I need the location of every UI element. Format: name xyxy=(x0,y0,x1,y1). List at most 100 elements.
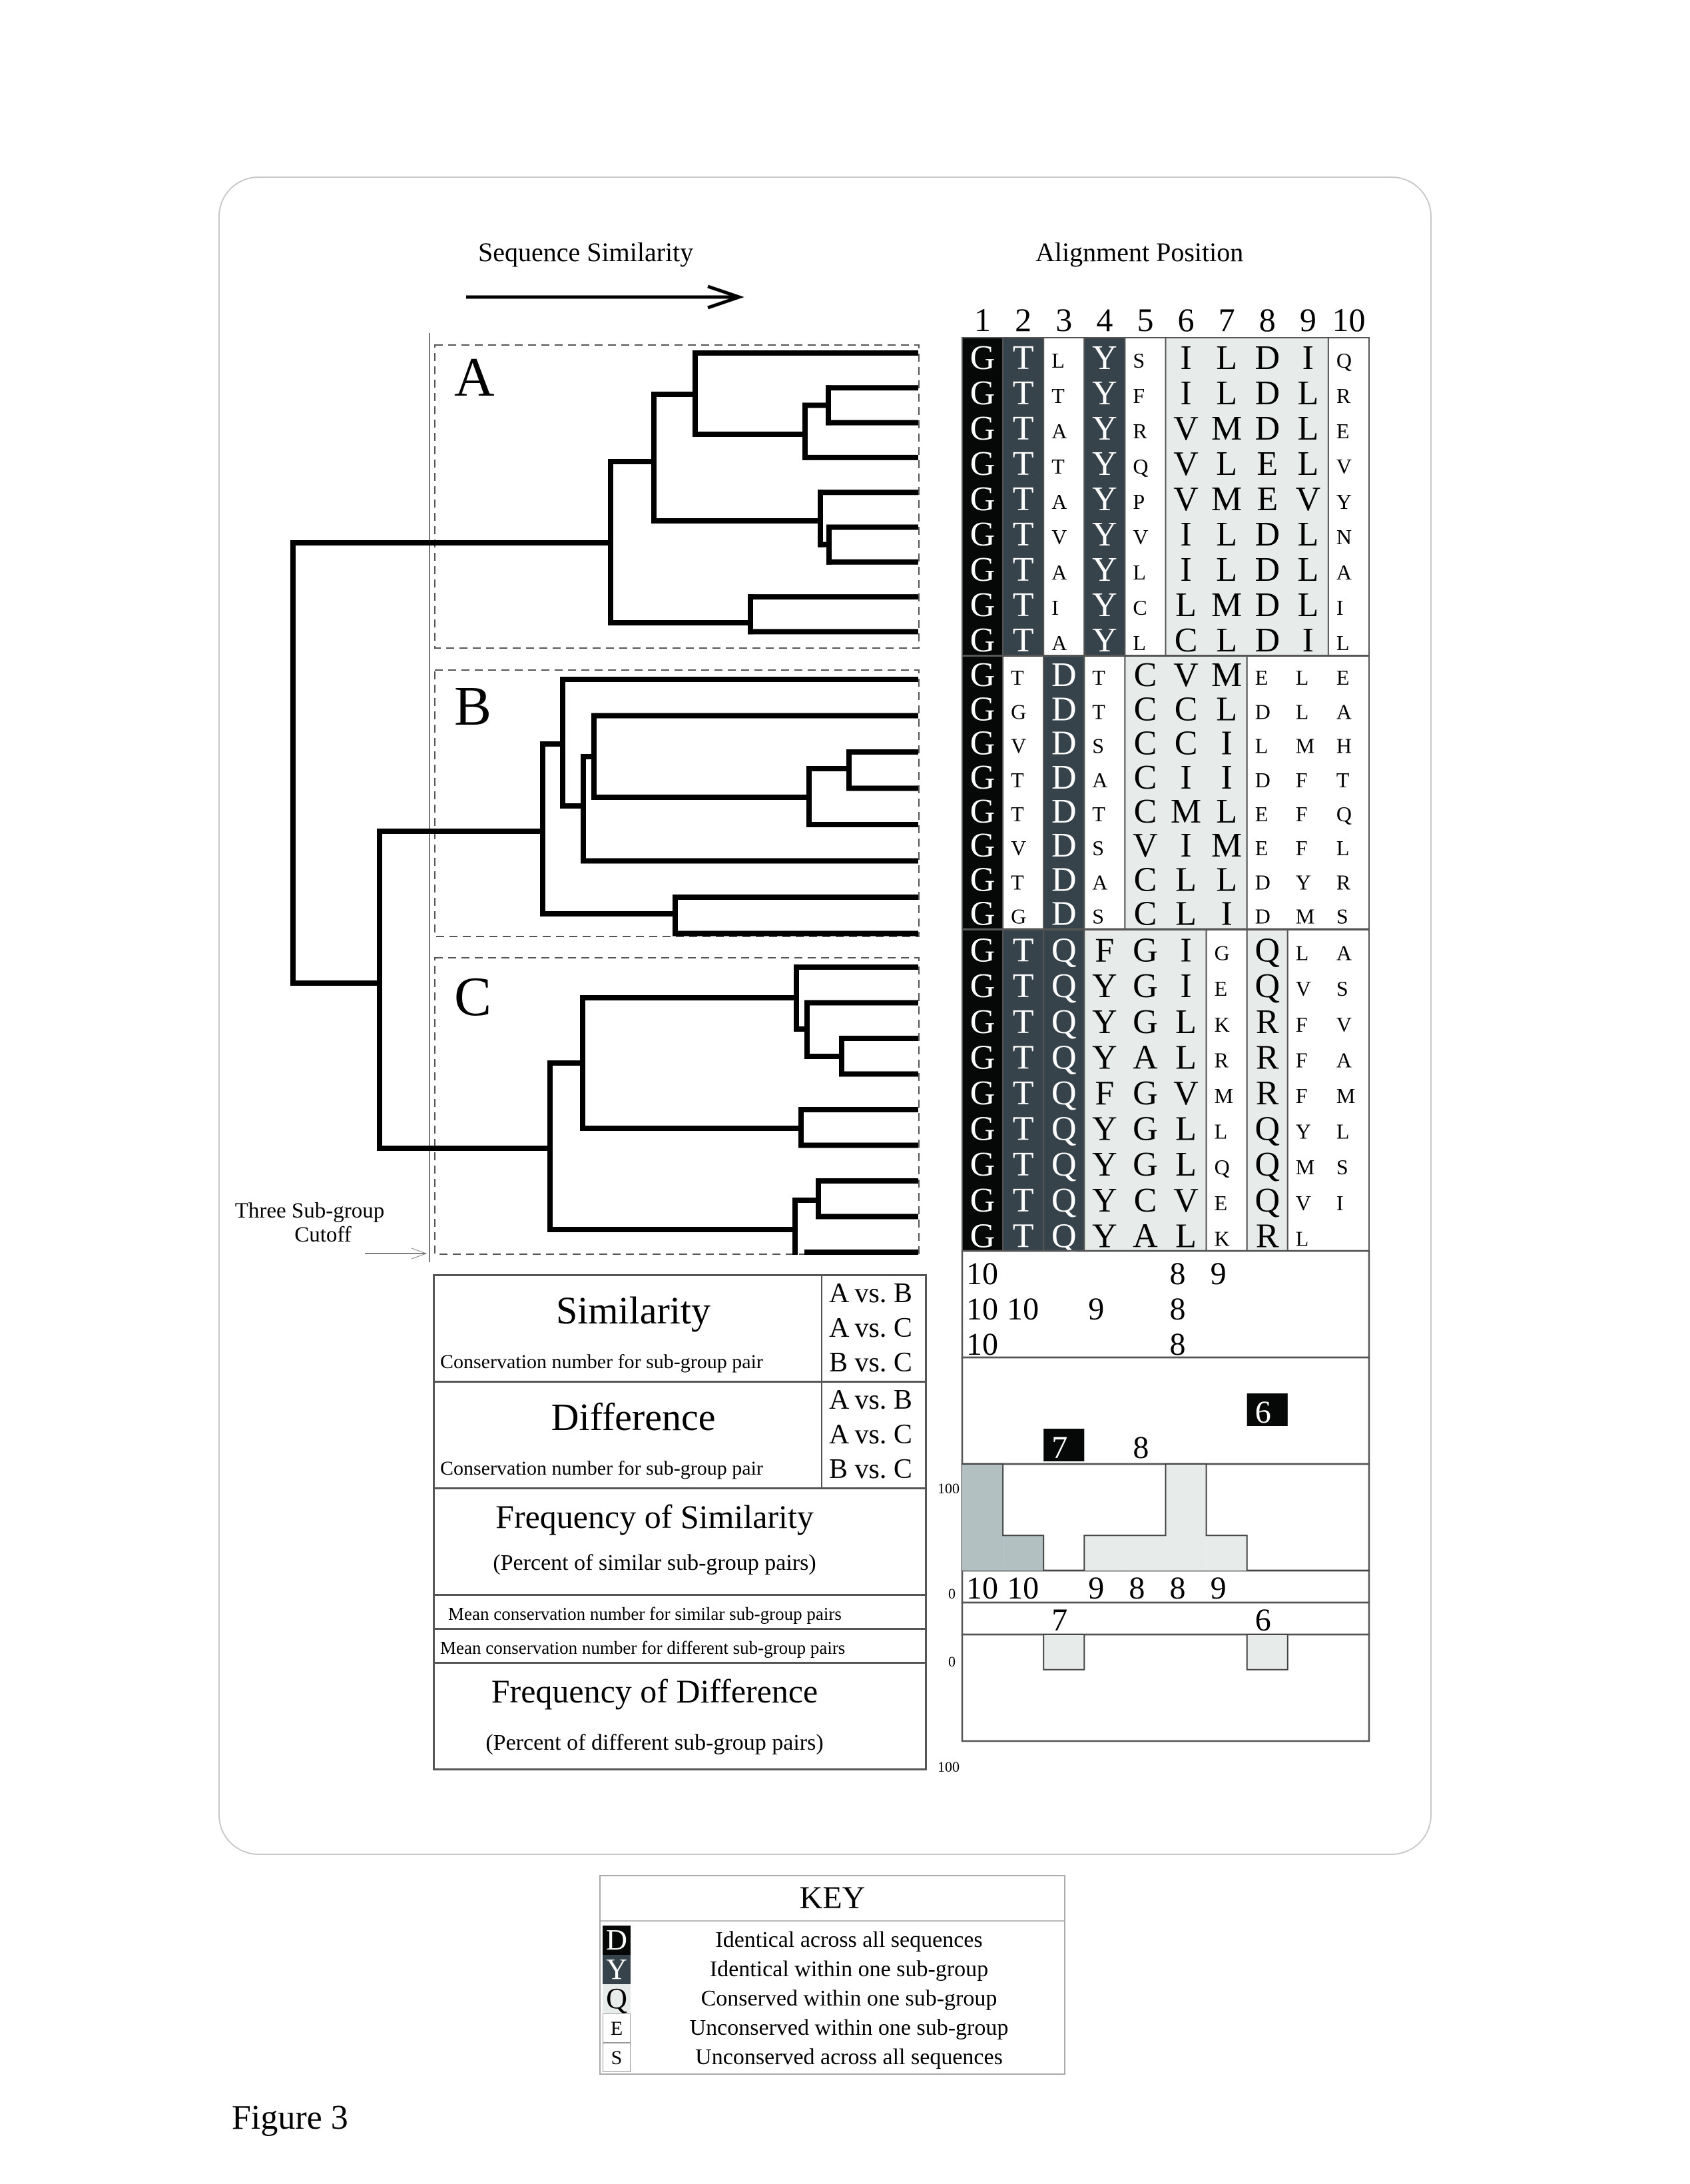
pair-label: A vs. B xyxy=(829,1385,912,1415)
residue: C xyxy=(1175,690,1198,728)
residue: Q xyxy=(1051,1217,1077,1255)
freq-difference-bar xyxy=(1246,1634,1288,1670)
residue: S xyxy=(1092,734,1104,758)
freq-sim-axis-bottom: 0 xyxy=(948,1585,956,1602)
residue: T xyxy=(1011,870,1024,894)
freq-similarity-outline xyxy=(962,1463,1369,1571)
residue: Q xyxy=(1336,802,1352,826)
residue: F xyxy=(1296,836,1308,860)
residue: I xyxy=(1180,932,1191,970)
conservation-block xyxy=(1043,929,1085,1252)
conservation-number: 9 xyxy=(1088,1291,1104,1327)
key-label: Identical across all sequences xyxy=(715,1928,983,1952)
residue: R xyxy=(1336,384,1351,408)
residue: D xyxy=(1255,699,1270,723)
difference-title: Difference xyxy=(551,1395,716,1439)
residue: D xyxy=(1051,725,1077,763)
residue: D xyxy=(1051,895,1077,933)
residue: G xyxy=(1011,699,1026,723)
residue: V xyxy=(1051,525,1067,549)
residue: D xyxy=(1255,551,1280,589)
similarity-title: Similarity xyxy=(556,1289,710,1332)
residue: Y xyxy=(1092,410,1117,448)
residue: G xyxy=(970,827,995,865)
residue: T xyxy=(1013,374,1034,412)
pair-label: B vs. C xyxy=(829,1347,912,1378)
residue: I xyxy=(1221,895,1232,933)
key-swatch: D xyxy=(603,1926,631,1955)
residue: A xyxy=(1336,941,1352,965)
residue: M xyxy=(1296,734,1314,758)
residue: L xyxy=(1216,861,1237,899)
residue: M xyxy=(1211,656,1242,694)
residue: R xyxy=(1256,1217,1279,1255)
residue: G xyxy=(970,690,995,728)
residue: V xyxy=(1173,1074,1199,1112)
residue: T xyxy=(1011,768,1024,792)
conservation-number: 8 xyxy=(1170,1571,1186,1606)
conservation-number: 10 xyxy=(1007,1291,1039,1327)
residue: Y xyxy=(1092,374,1117,412)
residue: R xyxy=(1336,870,1351,894)
residue: L xyxy=(1175,1003,1197,1041)
similarity-pairs: A vs. B A vs. C B vs. C xyxy=(829,1276,912,1380)
residue: T xyxy=(1013,551,1034,589)
freq-similarity-bar xyxy=(1125,1535,1166,1571)
conservation-block xyxy=(1043,655,1085,930)
residue: T xyxy=(1051,384,1065,408)
residue: T xyxy=(1013,516,1034,553)
residue: G xyxy=(970,516,995,553)
residue: Y xyxy=(1092,480,1117,518)
conservation-block xyxy=(1205,929,1248,1252)
residue: G xyxy=(970,410,995,448)
residue: L xyxy=(1175,586,1197,624)
residue: G xyxy=(1133,1074,1158,1112)
freq-similarity-bar xyxy=(1206,1535,1247,1571)
residue: T xyxy=(1051,454,1065,478)
residue: G xyxy=(970,1110,995,1148)
residue: D xyxy=(1255,374,1280,412)
residue: L xyxy=(1297,586,1318,624)
residue: L xyxy=(1296,699,1309,723)
residue: D xyxy=(1051,690,1077,728)
residue: T xyxy=(1011,665,1024,689)
residue: G xyxy=(1133,967,1158,1005)
residue: N xyxy=(1336,525,1352,549)
residue: S xyxy=(1336,905,1348,928)
conservation-number: 8 xyxy=(1170,1256,1186,1291)
residue: T xyxy=(1013,621,1034,659)
freq-similarity-bar xyxy=(1165,1464,1207,1571)
freq-sim-axis-top: 100 xyxy=(938,1480,960,1497)
residue: L xyxy=(1216,339,1237,377)
residue: L xyxy=(1133,631,1146,655)
residue: I xyxy=(1180,551,1191,589)
residue: M xyxy=(1211,410,1242,448)
residue: L xyxy=(1297,374,1318,412)
residue: Q xyxy=(1051,932,1077,970)
residue: L xyxy=(1255,734,1268,758)
freq-difference-label-box: Frequency of Difference (Percent of diff… xyxy=(433,1662,927,1770)
residue: D xyxy=(1255,905,1270,928)
residue: G xyxy=(970,759,995,797)
residue: D xyxy=(1255,339,1280,377)
residue: K xyxy=(1215,1012,1230,1036)
group-label-b: B xyxy=(454,675,492,737)
residue: E xyxy=(1255,836,1268,860)
residue: K xyxy=(1215,1226,1230,1250)
residue: L xyxy=(1336,1120,1350,1144)
residue: G xyxy=(1133,932,1158,970)
residue: I xyxy=(1302,339,1314,377)
difference-highlight xyxy=(1247,1393,1288,1426)
residue: F xyxy=(1296,802,1308,826)
residue: L xyxy=(1336,631,1350,655)
residue: G xyxy=(970,656,995,694)
residue: L xyxy=(1296,1226,1309,1250)
residue: Q xyxy=(1255,1182,1280,1220)
residue: M xyxy=(1336,1084,1355,1108)
residue: T xyxy=(1013,1146,1034,1184)
mean-similar-label: Mean conservation number for similar sub… xyxy=(448,1604,842,1624)
residue: L xyxy=(1216,690,1237,728)
residue: A xyxy=(1336,1048,1352,1072)
